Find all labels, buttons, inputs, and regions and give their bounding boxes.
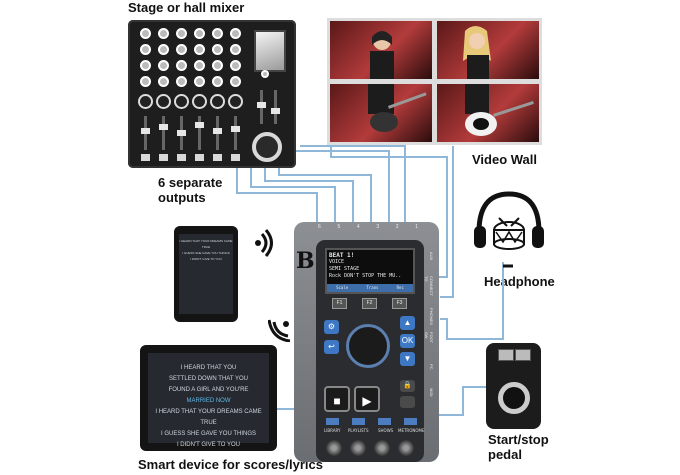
pedal-label-line2: pedal <box>488 447 522 462</box>
guitarist-image <box>463 26 491 79</box>
playlists-label: PLAYLISTS <box>348 428 369 433</box>
lyric-line: I GUESS SHE GAVE YOU THINGS <box>182 251 230 255</box>
back-button[interactable]: ↩ <box>324 340 339 354</box>
smartdevice-label: Smart device for scores/lyrics <box>138 457 323 472</box>
metronome-label: METRONOME <box>398 428 425 433</box>
volume-knob[interactable] <box>398 440 414 456</box>
lyric-line: I DIDN'T GIVE TO YOU <box>176 442 241 448</box>
lyric-line: I HEARD THAT YOUR DREAMS CAME TRUE <box>155 409 262 426</box>
lyric-line: I HEARD THAT YOU <box>180 365 237 371</box>
video-tile-1 <box>330 21 432 79</box>
data-wheel[interactable] <box>346 324 390 368</box>
port-number: 1 <box>415 224 418 230</box>
gear-button[interactable]: ⚙ <box>324 320 339 334</box>
mixer-label: Stage or hall mixer <box>128 0 245 15</box>
f3-button[interactable]: F3 <box>392 298 407 309</box>
wireless-icon <box>255 229 273 257</box>
pedal-button[interactable] <box>515 349 531 361</box>
backing-track-player: 6 5 4 3 2 1 B BEAT 1! VOICE SEMI STAGE R… <box>294 222 439 462</box>
guitarist-image <box>370 31 394 79</box>
aux-button[interactable] <box>400 396 415 408</box>
device-face: BEAT 1! VOICE SEMI STAGE Rock DON'T STOP… <box>316 240 424 462</box>
mixer-indicator <box>261 70 269 78</box>
side-port-label: PHONES <box>429 308 434 325</box>
port-number: 4 <box>356 224 360 230</box>
lyric-line: SETTLED DOWN THAT YOU <box>169 376 248 382</box>
large-tablet-screen: I HEARD THAT YOU SETTLED DOWN THAT YOU F… <box>148 353 269 448</box>
screen-title: BEAT 1! <box>329 252 355 259</box>
volume-knob[interactable] <box>374 440 390 456</box>
side-port-label: AUX <box>429 252 434 261</box>
volume-knob[interactable] <box>350 440 366 456</box>
wireless-icon <box>268 319 291 342</box>
side-port-label: FOOT SW <box>424 332 434 344</box>
port-number: 6 <box>318 224 321 230</box>
library-button[interactable] <box>326 418 339 425</box>
small-tablet: I HEARD THAT YOUR DREAMS CAME TRUE I GUE… <box>174 226 238 322</box>
port-number: 3 <box>376 224 380 230</box>
guitar-image <box>465 84 534 136</box>
headphone-label: Headphone <box>484 274 555 289</box>
large-tablet: I HEARD THAT YOU SETTLED DOWN THAT YOU F… <box>140 345 277 451</box>
screen-tab[interactable]: Trans <box>366 285 379 290</box>
video-tile-2 <box>437 21 539 79</box>
small-tablet-screen: I HEARD THAT YOUR DREAMS CAME TRUE I GUE… <box>179 234 233 314</box>
mixer-screen <box>254 30 286 72</box>
mixer-jog-wheel <box>252 132 282 162</box>
stop-button[interactable]: ■ <box>324 386 350 412</box>
screen-tab[interactable]: Rec <box>396 285 404 290</box>
lyric-line: FOUND A GIRL AND YOU'RE <box>168 387 249 393</box>
library-label: LIBRARY <box>324 428 341 433</box>
port-number: 2 <box>395 224 399 230</box>
lyric-line-current: MARRIED NOW <box>186 398 231 404</box>
ok-button[interactable]: OK <box>400 334 415 348</box>
pedal-switch[interactable] <box>498 382 530 414</box>
screen-line: Rock DON'T STOP THE MU.. <box>329 273 402 279</box>
metronome-button[interactable] <box>404 418 417 425</box>
guitar-image <box>368 84 427 132</box>
mixer-master-fader-right <box>274 90 277 124</box>
brand-logo: B <box>296 248 315 274</box>
video-tile-3 <box>330 84 432 142</box>
stage-mixer <box>128 20 296 168</box>
playlists-button[interactable] <box>352 418 365 425</box>
volume-knob[interactable] <box>326 440 342 456</box>
shows-button[interactable] <box>378 418 391 425</box>
shows-label: SHOWS <box>378 428 394 433</box>
lock-button[interactable]: 🔒 <box>400 380 415 392</box>
up-arrow-button[interactable]: ▲ <box>400 316 415 330</box>
play-button[interactable]: ▶ <box>354 386 380 412</box>
screen-line: SEMI STAGE <box>329 266 360 272</box>
f2-button[interactable]: F2 <box>362 298 377 309</box>
start-stop-pedal[interactable] <box>486 343 541 429</box>
screen-tabs: Scale Trans Rec <box>327 284 413 292</box>
down-arrow-button[interactable]: ▼ <box>400 352 415 366</box>
lyric-line: I DIDN'T GIVE TO YOU <box>190 257 222 261</box>
pedal-button[interactable] <box>498 349 514 361</box>
f1-button[interactable]: F1 <box>332 298 347 309</box>
videowall-label: Video Wall <box>472 152 538 167</box>
screen-tab[interactable]: Scale <box>336 285 349 290</box>
headphone-icon <box>474 191 544 268</box>
outputs-label-line1: 6 separate <box>158 175 223 190</box>
side-port-label: CONNECT TO <box>424 276 434 296</box>
outputs-label-line2: outputs <box>158 190 206 205</box>
lyric-line: I GUESS SHE GAVE YOU THINGS <box>160 431 257 437</box>
video-wall <box>327 18 542 145</box>
pedal-label-line1: Start/stop <box>488 432 549 447</box>
port-number: 5 <box>337 224 341 230</box>
side-port-label: PC <box>429 364 434 370</box>
device-screen: BEAT 1! VOICE SEMI STAGE Rock DON'T STOP… <box>325 248 415 294</box>
side-port-label: MIDI <box>429 388 434 397</box>
side-ports: AUX CONNECT TO PHONES FOOT SW PC MIDI <box>424 252 436 432</box>
video-tile-4 <box>437 84 539 142</box>
output-ports: 6 5 4 3 2 1 <box>318 224 418 232</box>
screen-line: VOICE <box>329 259 345 265</box>
lyric-line: I HEARD THAT YOUR DREAMS CAME TRUE <box>179 239 233 249</box>
